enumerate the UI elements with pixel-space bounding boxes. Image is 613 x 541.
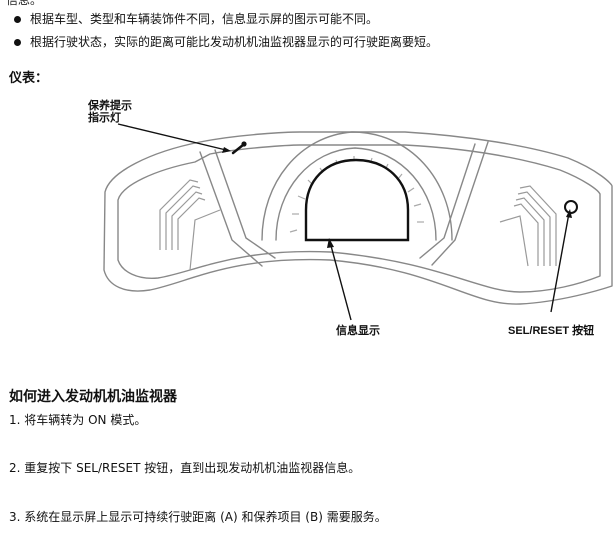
section-heading: 如何进入发动机机油监视器 — [9, 389, 177, 405]
callout-maintenance-line2: 指示灯 — [88, 112, 121, 124]
top-text-fragment: 信息。 — [6, 0, 43, 7]
leader-arrowheads — [222, 147, 572, 248]
right-divider — [431, 141, 489, 266]
left-gauge-stripes — [159, 179, 221, 271]
dial-outer-arc — [261, 131, 453, 241]
callout-sel-reset: SEL/RESET 按钮 — [508, 325, 595, 337]
step-2: 2. 重复按下 SEL/RESET 按钮，直到出现发动机机油监视器信息。 — [9, 461, 361, 475]
info-display-screen — [304, 158, 410, 242]
callout-maintenance-line1: 保养提示 — [88, 100, 132, 112]
callout-maintenance-indicator: 保养提示 指示灯 — [88, 100, 132, 124]
bullet-item-1: 根据车型、类型和车辆装饰件不同，信息显示屏的图示可能不同。 — [12, 8, 438, 31]
right-divider-inner — [419, 143, 476, 259]
left-divider-inner — [214, 149, 276, 259]
callout-leaders — [117, 123, 570, 321]
wrench-icon — [231, 141, 247, 155]
instrument-cluster-figure — [103, 123, 613, 321]
section-label-gauges: 仪表： — [9, 71, 49, 86]
step-3: 3. 系统在显示屏上显示可持续行驶距离 (A) 和保养项目 (B) 需要服务。 — [9, 510, 387, 524]
left-divider — [199, 151, 263, 267]
right-gauge-stripes — [499, 185, 557, 267]
bullet-list: 根据车型、类型和车辆装饰件不同，信息显示屏的图示可能不同。 根据行驶状态，实际的… — [12, 8, 438, 54]
callout-info-display: 信息显示 — [336, 325, 380, 337]
cluster-inner-outline — [117, 144, 601, 293]
step-1: 1. 将车辆转为 ON 模式。 — [9, 413, 147, 427]
dial-mid-arc — [275, 147, 437, 241]
bullet-item-2: 根据行驶状态，实际的距离可能比发动机机油监视器显示的可行驶距离要短。 — [12, 31, 438, 54]
sel-reset-knob-icon — [564, 200, 578, 214]
cluster-outer-outline — [103, 131, 613, 305]
